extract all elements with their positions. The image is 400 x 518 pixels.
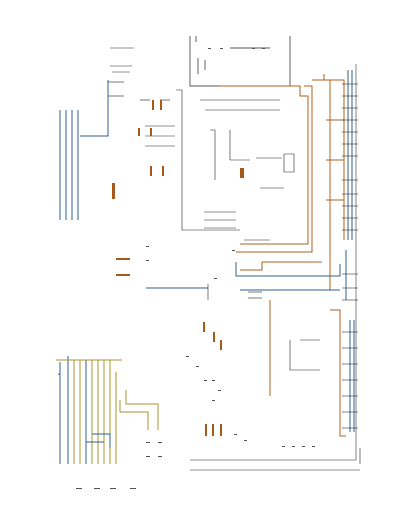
frame-top-box — [189, 36, 291, 87]
pin-ticks-right — [342, 64, 358, 460]
mid-bus-lines — [220, 79, 331, 396]
lower-left-bus — [56, 356, 159, 464]
right-connector-brown — [323, 74, 346, 437]
upper-left-cluster — [108, 47, 280, 231]
bottom-border — [190, 448, 361, 471]
component-blocks — [112, 100, 244, 436]
scatter-marks — [76, 48, 315, 489]
left-bus-lines — [59, 80, 208, 289]
right-connector-strip — [235, 70, 355, 432]
center-circuit — [204, 130, 320, 371]
